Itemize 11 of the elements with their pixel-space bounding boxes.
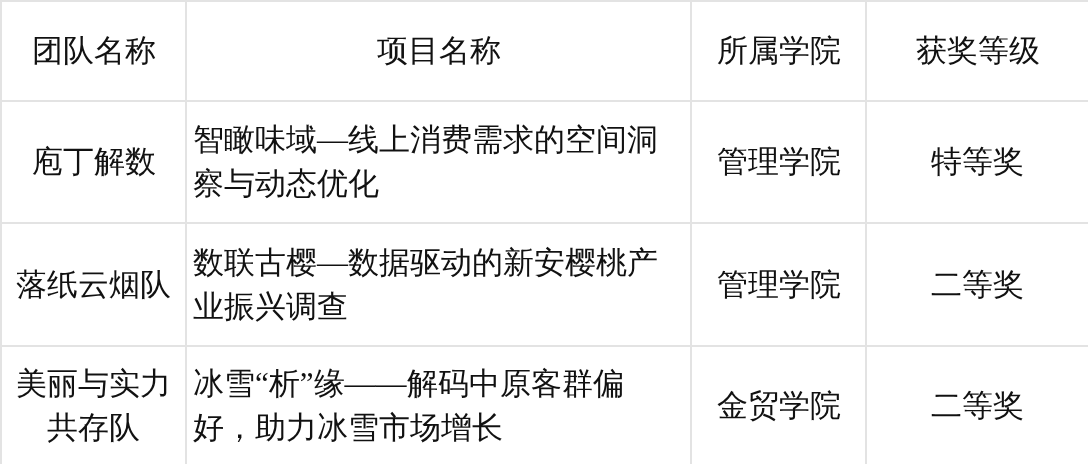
header-cell: 获奖等级 [866,1,1088,101]
table-cell: 数联古樱—数据驱动的新安樱桃产业振兴调查 [186,223,691,346]
header-cell: 项目名称 [186,1,691,101]
table-cell: 美丽与实力共存队 [1,346,186,464]
table-cell: 落纸云烟队 [1,223,186,346]
table-cell: 智瞰味域—线上消费需求的空间洞察与动态优化 [186,101,691,223]
table-cell: 管理学院 [691,101,866,223]
table-cell: 庖丁解数 [1,101,186,223]
table-cell: 管理学院 [691,223,866,346]
header-cell: 团队名称 [1,1,186,101]
header-cell: 所属学院 [691,1,866,101]
